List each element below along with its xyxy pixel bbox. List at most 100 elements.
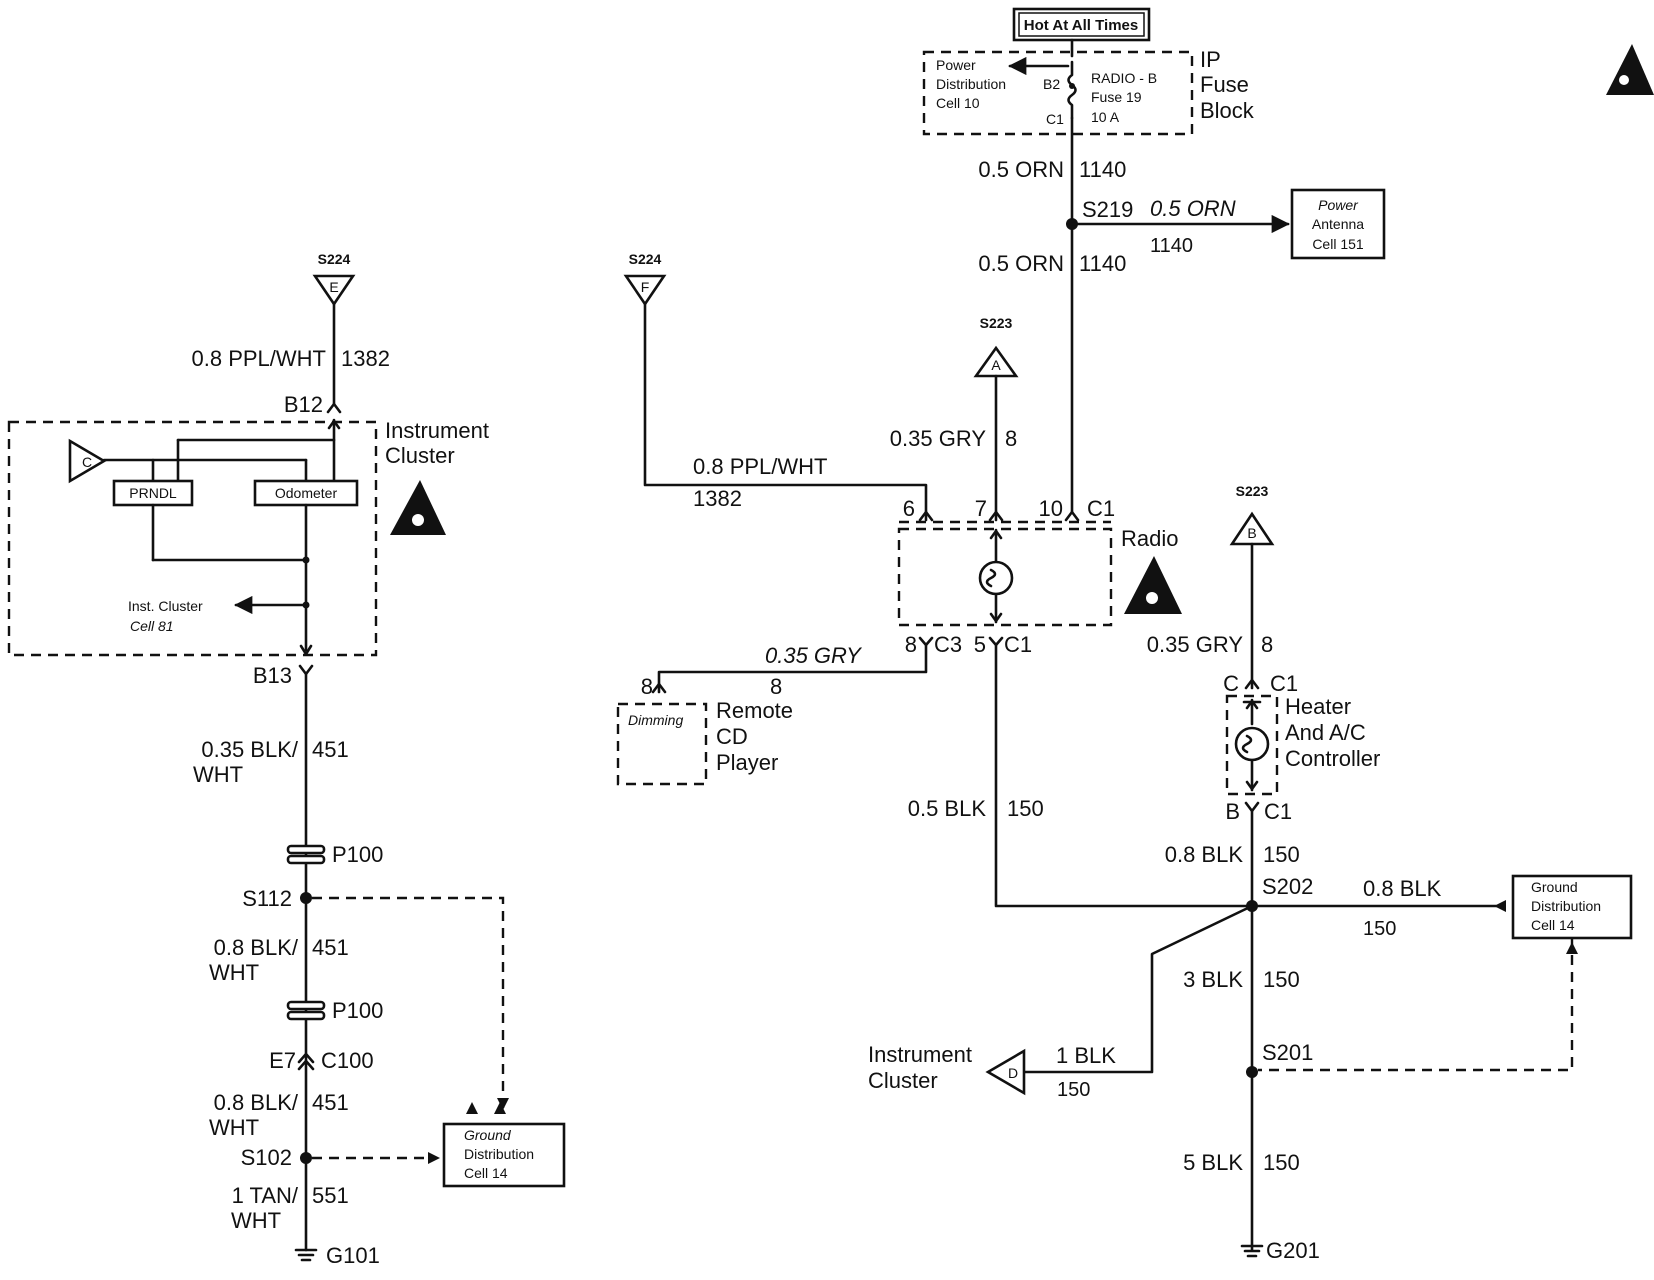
splice-s223-a: S223 A [973, 315, 1019, 378]
svg-text:0.35 GRY: 0.35 GRY [1147, 632, 1244, 657]
svg-text:C1: C1 [1270, 671, 1298, 696]
svg-text:Power: Power [936, 57, 976, 73]
svg-text:Block: Block [1200, 98, 1255, 123]
svg-text:P100: P100 [332, 998, 383, 1023]
svg-text:1140: 1140 [1079, 157, 1126, 182]
svg-text:C3: C3 [934, 632, 962, 657]
svg-text:3 BLK: 3 BLK [1183, 967, 1243, 992]
svg-text:7: 7 [975, 496, 987, 521]
svg-text:150: 150 [1057, 1079, 1090, 1101]
gry-dimming-wire-8 [657, 643, 928, 694]
svg-text:Cell 14: Cell 14 [464, 1165, 508, 1181]
svg-text:C1: C1 [1264, 799, 1292, 824]
svg-text:8: 8 [905, 632, 917, 657]
svg-text:Inst. Cluster: Inst. Cluster [128, 598, 203, 614]
svg-text:5: 5 [974, 632, 986, 657]
svg-text:E7: E7 [269, 1048, 296, 1073]
svg-text:Cluster: Cluster [385, 443, 455, 468]
svg-text:1140: 1140 [1150, 235, 1193, 257]
ground-icon-g101 [294, 1248, 318, 1262]
svg-text:0.8 BLK/: 0.8 BLK/ [214, 1090, 299, 1115]
svg-text:5 BLK: 5 BLK [1183, 1150, 1243, 1175]
svg-text:451: 451 [312, 737, 349, 762]
svg-text:Odometer: Odometer [275, 485, 338, 501]
svg-text:G201: G201 [1266, 1238, 1320, 1263]
svg-text:150: 150 [1363, 918, 1396, 940]
svg-text:Dimming: Dimming [628, 712, 683, 728]
internal-lamp-icon [1234, 726, 1270, 762]
internal-lamp-icon [978, 560, 1014, 596]
svg-text:1382: 1382 [341, 346, 390, 371]
svg-text:1140: 1140 [1079, 251, 1126, 276]
svg-text:Cell 10: Cell 10 [936, 95, 980, 111]
svg-text:D: D [1008, 1065, 1018, 1081]
svg-text:Ground: Ground [1531, 879, 1578, 895]
ground-distribution-box-right: Ground Distribution Cell 14 [1511, 874, 1633, 940]
svg-text:S219: S219 [1082, 197, 1133, 222]
ground-icon-g201 [1240, 1244, 1264, 1258]
splice-s224-f: S224 F [623, 251, 667, 307]
svg-text:0.8 PPL/WHT: 0.8 PPL/WHT [192, 346, 326, 371]
svg-text:WHT: WHT [209, 1115, 259, 1140]
power-antenna-box: Power Antenna Cell 151 [1290, 188, 1386, 260]
svg-text:0.8 PPL/WHT: 0.8 PPL/WHT [693, 454, 827, 479]
svg-text:Antenna: Antenna [1312, 216, 1364, 232]
instrument-cluster: Instrument Cluster C PRNDL Odometer Inst… [7, 418, 489, 657]
svg-text:S223: S223 [1236, 483, 1269, 499]
svg-text:6: 6 [903, 496, 915, 521]
svg-text:Distribution: Distribution [464, 1146, 534, 1162]
svg-text:150: 150 [1007, 796, 1044, 821]
svg-text:C100: C100 [321, 1048, 374, 1073]
svg-text:Cell 14: Cell 14 [1531, 917, 1575, 933]
svg-text:B13: B13 [253, 663, 292, 688]
svg-text:F: F [641, 279, 650, 295]
svg-text:Distribution: Distribution [936, 76, 1006, 92]
svg-text:E: E [329, 279, 338, 295]
svg-text:B12: B12 [284, 392, 323, 417]
svg-text:Ground: Ground [464, 1127, 512, 1143]
svg-text:B2: B2 [1043, 76, 1060, 92]
svg-text:10: 10 [1039, 496, 1063, 521]
svg-text:Cluster: Cluster [868, 1068, 938, 1093]
svg-text:1382: 1382 [693, 486, 742, 511]
svg-text:451: 451 [312, 935, 349, 960]
connector-p100 [286, 1000, 326, 1021]
instrument-cluster-ground-wire [1022, 904, 1254, 1074]
svg-text:8: 8 [1261, 632, 1273, 657]
svg-text:S102: S102 [241, 1145, 292, 1170]
svg-text:C1: C1 [1087, 496, 1115, 521]
svg-text:1 BLK: 1 BLK [1056, 1043, 1116, 1068]
svg-text:1 TAN/: 1 TAN/ [232, 1183, 299, 1208]
svg-text:0.5 ORN: 0.5 ORN [978, 157, 1064, 182]
svg-text:Controller: Controller [1285, 746, 1380, 771]
svg-text:0.8 BLK: 0.8 BLK [1165, 842, 1244, 867]
svg-text:Fuse: Fuse [1200, 72, 1249, 97]
svg-text:C: C [82, 454, 92, 470]
svg-text:Distribution: Distribution [1531, 898, 1601, 914]
svg-text:B: B [1247, 525, 1256, 541]
svg-text:IP: IP [1200, 47, 1221, 72]
svg-text:0.5 BLK: 0.5 BLK [908, 796, 987, 821]
svg-text:0.8 BLK/: 0.8 BLK/ [214, 935, 299, 960]
svg-text:Hot At All Times: Hot At All Times [1024, 17, 1138, 34]
svg-text:451: 451 [312, 1090, 349, 1115]
svg-text:C1: C1 [1004, 632, 1032, 657]
odometer-box [253, 479, 359, 507]
remote-cd-player: Dimming Remote CD Player [616, 698, 793, 786]
svg-text:C1: C1 [1046, 111, 1064, 127]
svg-text:0.35 BLK/: 0.35 BLK/ [201, 737, 299, 762]
svg-text:Fuse 19: Fuse 19 [1091, 89, 1142, 105]
svg-text:150: 150 [1263, 842, 1300, 867]
svg-text:8: 8 [641, 674, 653, 699]
svg-text:150: 150 [1263, 967, 1300, 992]
svg-text:S224: S224 [629, 251, 662, 267]
svg-text:P100: P100 [332, 842, 383, 867]
ppl-wht-wire-1382 [643, 302, 928, 522]
splice-s112 [300, 892, 312, 904]
splice-s102 [300, 1152, 312, 1164]
svg-text:CD: CD [716, 724, 748, 749]
heater-ac-controller: Heater And A/C Controller [1225, 694, 1380, 796]
svg-text:A: A [991, 357, 1001, 373]
